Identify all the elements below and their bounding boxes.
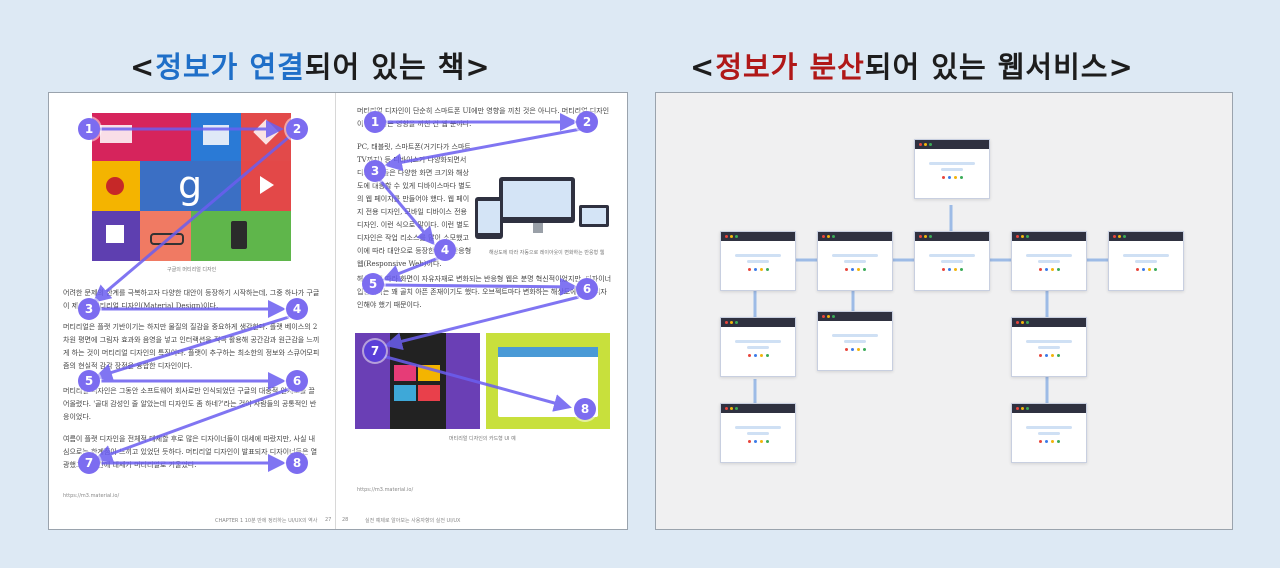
marker-right-4: 4 (434, 239, 456, 261)
heading-connected-book: <정보가 연결되어 있는 책> (130, 44, 491, 86)
marker-left-6: 6 (286, 370, 308, 392)
marker-right-8: 8 (574, 398, 596, 420)
heading-distributed-web: <정보가 분산되어 있는 웹서비스> (690, 44, 1134, 86)
marker-left-7: 7 (78, 452, 100, 474)
arrow-4-5-left (97, 317, 289, 377)
marker-right-1: 1 (364, 111, 386, 133)
marker-left-4: 4 (286, 298, 308, 320)
marker-left-8: 8 (286, 452, 308, 474)
arrow-3-4-right (379, 179, 433, 243)
marker-left-3: 3 (78, 298, 100, 320)
marker-right-5: 5 (362, 273, 384, 295)
arrow-7-8-right (379, 355, 569, 407)
window-row4-left (720, 403, 796, 463)
web-service-network (655, 92, 1233, 530)
arrow-2-3-left (95, 137, 289, 301)
book-spread: g 구글의 머티리얼 디자인 어려한 문제의 한계를 극복하고자 다양한 대안이… (48, 92, 628, 530)
window-row3-right (1011, 317, 1087, 377)
arrow-4-5-right (385, 257, 441, 279)
marker-right-7: 7 (364, 340, 386, 362)
window-row4-right (1011, 403, 1087, 463)
window-row3-mid (817, 311, 893, 371)
reading-flow-arrows (49, 93, 627, 529)
marker-left-2: 2 (286, 118, 308, 140)
window-row2-1 (720, 231, 796, 291)
arrow-2-3-right (387, 129, 581, 165)
marker-right-6: 6 (576, 278, 598, 300)
marker-right-3: 3 (364, 160, 386, 182)
window-row2-2 (817, 231, 893, 291)
arrow-6-7-left (97, 389, 289, 459)
marker-right-2: 2 (576, 111, 598, 133)
window-top-center (914, 139, 990, 199)
marker-left-5: 5 (78, 370, 100, 392)
window-row2-3 (914, 231, 990, 291)
window-row2-4 (1011, 231, 1087, 291)
arrow-5-6-right (383, 285, 575, 287)
arrow-6-7-right (387, 297, 579, 345)
window-row2-5 (1108, 231, 1184, 291)
marker-left-1: 1 (78, 118, 100, 140)
window-row3-left (720, 317, 796, 377)
